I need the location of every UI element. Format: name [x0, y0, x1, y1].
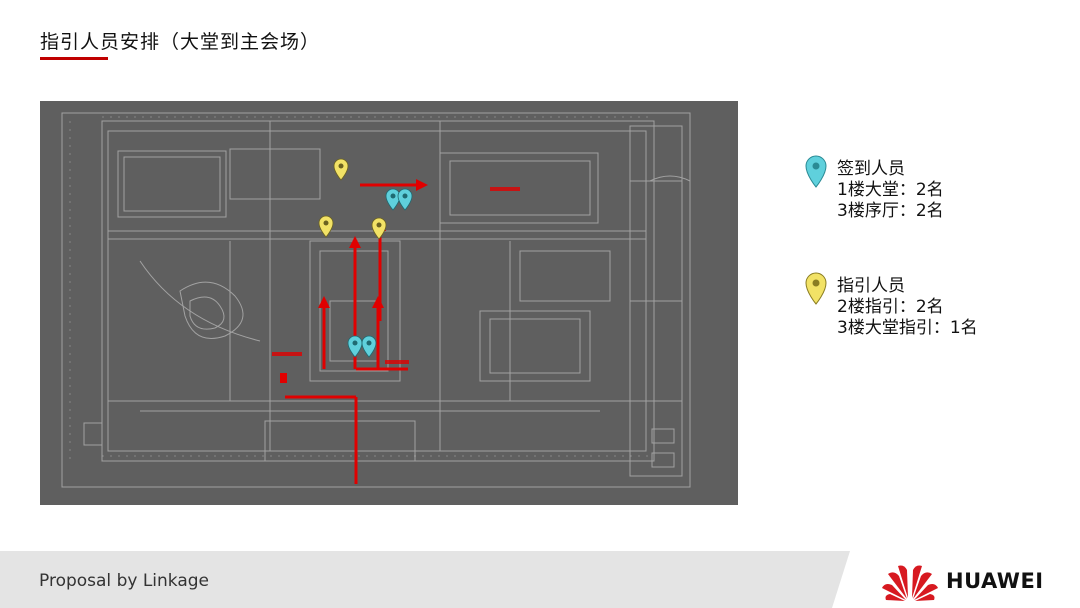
slide-title: 指引人员安排（大堂到主会场） — [40, 31, 321, 53]
map-pin-yellow-icon — [318, 215, 334, 238]
map-pin-yellow-icon — [371, 217, 387, 240]
legend-guide-line: 2楼指引：2名 — [837, 297, 944, 317]
brand-wordmark: HUAWEI — [946, 569, 1044, 593]
map-pin-cyan-icon — [805, 155, 827, 188]
checkin-pins — [347, 188, 413, 358]
guide-pins — [318, 158, 387, 240]
legend-checkin-heading: 签到人员 — [837, 159, 905, 179]
route-arrows — [272, 179, 520, 484]
huawei-logo-icon — [882, 565, 938, 601]
legend-checkin-line: 3楼序厅：2名 — [837, 201, 944, 221]
footer-text: Proposal by Linkage — [39, 571, 209, 591]
legend-checkin: 签到人员 1楼大堂：2名 3楼序厅：2名 — [805, 155, 944, 222]
map-pin-cyan-icon — [385, 188, 401, 211]
legend-guide-heading: 指引人员 — [837, 276, 905, 296]
map-pin-yellow-icon — [333, 158, 349, 181]
legend-guide-line: 3楼大堂指引：1名 — [837, 318, 978, 338]
title-underline — [40, 57, 108, 60]
map-pin-cyan-icon — [361, 335, 377, 358]
legend-checkin-line: 1楼大堂：2名 — [837, 180, 944, 200]
floor-plan-drawing — [61, 112, 691, 488]
map-pin-cyan-icon — [347, 335, 363, 358]
floor-plan — [40, 101, 738, 505]
legend-guide: 指引人员 2楼指引：2名 3楼大堂指引：1名 — [805, 272, 978, 339]
map-pin-yellow-icon — [805, 272, 827, 305]
map-pin-cyan-icon — [397, 188, 413, 211]
